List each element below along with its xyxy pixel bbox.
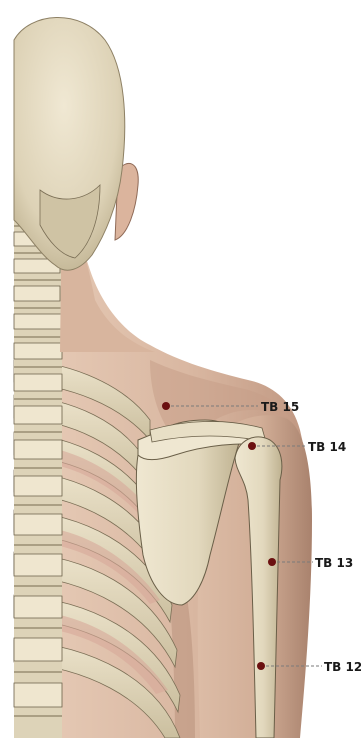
acupoint-dot-icon [257,662,265,670]
acupoint-label-tb13: TB 13 [315,556,353,570]
acupoint-label-tb12: TB 12 [324,660,361,674]
acupoint-dot-icon [268,558,276,566]
spine [14,190,62,738]
acupoint-label-tb14: TB 14 [308,440,346,454]
acupoint-dot-icon [248,442,256,450]
acupoint-dot-icon [162,402,170,410]
acupoint-label-tb15: TB 15 [261,400,299,414]
